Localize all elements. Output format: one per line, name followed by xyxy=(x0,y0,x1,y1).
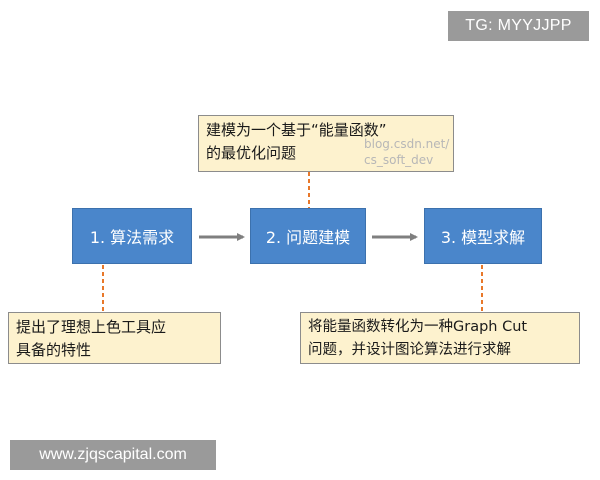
note-solving: 将能量函数转化为一种Graph Cut 问题，并设计图论算法进行求解 xyxy=(300,312,580,364)
source-watermark: blog.csdn.net/ cs_soft_dev xyxy=(364,136,449,168)
site-watermark: www.zjqscapital.com xyxy=(10,440,216,470)
note-line: 提出了理想上色工具应 xyxy=(16,318,167,336)
step-algorithm-requirements: 1. 算法需求 xyxy=(72,208,192,264)
note-line: 的最优化问题 xyxy=(206,144,297,162)
telegram-watermark: TG: MYYJJPP xyxy=(448,11,589,41)
note-requirements: 提出了理想上色工具应 具备的特性 xyxy=(8,312,221,364)
note-line: 问题，并设计图论算法进行求解 xyxy=(308,342,511,358)
source-watermark-line: blog.csdn.net/ xyxy=(364,137,450,151)
note-line: 建模为一个基于“能量函数” xyxy=(206,121,387,139)
step-problem-modeling: 2. 问题建模 xyxy=(250,208,366,264)
note-line: 具备的特性 xyxy=(16,341,92,359)
note-line: 将能量函数转化为一种Graph Cut xyxy=(308,319,528,335)
source-watermark-line: cs_soft_dev xyxy=(364,153,434,167)
step-model-solving: 3. 模型求解 xyxy=(424,208,542,264)
note-problem-modeling: 建模为一个基于“能量函数” 的最优化问题 xyxy=(198,115,454,172)
